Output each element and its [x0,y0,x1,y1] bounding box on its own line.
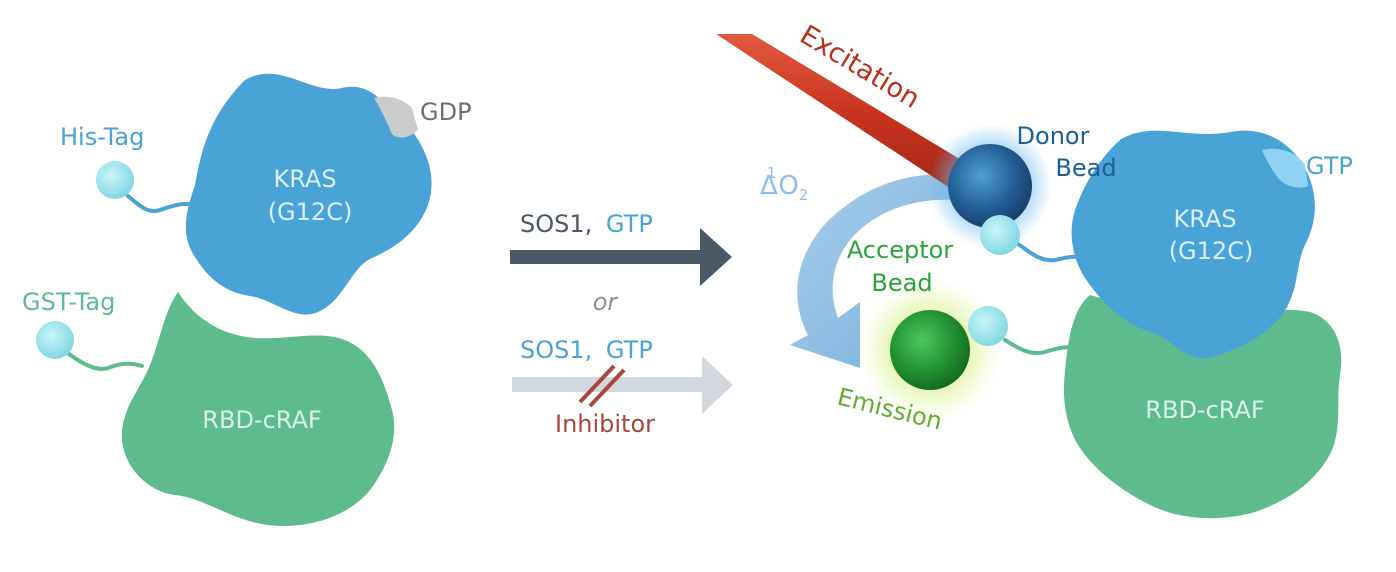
singlet-oxygen-delta: Δ [760,171,778,201]
donor-bead-label-line2: Bead [1055,154,1116,182]
bottom-light-arrow [512,356,733,414]
left-kras-group: His-Tag GDP KRAS (G12C) [60,73,472,315]
right-gtp-shape [1262,148,1308,188]
left-kras-label-line2: (G12C) [268,198,353,226]
donor-bead [948,144,1032,228]
left-gdp-label: GDP [420,98,472,126]
middle-reaction-group: SOS1, GTP or SOS1, GTP Inhibitor [510,210,733,438]
bottom-reagents-label: SOS1, GTP [520,336,653,364]
left-his-linker [126,194,197,213]
left-his-tag-label: His-Tag [60,123,144,151]
left-gst-tag-bead [36,321,74,359]
inhibitor-label: Inhibitor [555,410,655,438]
left-rbd-protein-shape [121,292,395,526]
top-comma: , [585,210,593,238]
singlet-oxygen-o: O [778,171,798,201]
left-kras-label-line1: KRAS [273,165,336,193]
left-gst-tag-label: GST-Tag [22,288,115,316]
left-rbd-group: GST-Tag RBD-cRAF [22,288,395,526]
singlet-oxygen-arc-arrow [790,174,958,368]
acceptor-bead-label-line2: Bead [871,269,932,297]
singlet-oxygen-superscript: 1 [767,164,777,182]
or-label: or [593,288,620,316]
right-rbd-protein-shape [1063,295,1342,519]
right-rbd-label: RBD-cRAF [1145,396,1264,424]
right-gst-tag-bead [968,306,1008,346]
top-sos1: SOS1 [520,210,585,238]
right-kras-label-line1: KRAS [1173,205,1236,233]
right-gst-linker [1003,338,1082,355]
left-gdp-shape [374,96,418,138]
left-rbd-label: RBD-cRAF [202,406,321,434]
right-kras-label-line2: (G12C) [1169,237,1254,265]
singlet-oxygen-label: Δ1O2 [760,164,808,204]
bottom-comma: , [585,336,593,364]
right-kras-protein-shape [1071,130,1315,359]
bottom-gtp: GTP [606,336,653,364]
inhibitor-block-mark-2 [588,368,626,408]
top-dark-arrow [510,228,732,286]
top-reagents-label: SOS1, GTP [520,210,653,238]
acceptor-bead [890,310,970,390]
excitation-beam [716,34,978,196]
singlet-oxygen-subscript: 2 [799,186,809,204]
right-gtp-label: GTP [1306,152,1353,180]
bottom-sos1: SOS1 [520,336,585,364]
left-kras-protein-shape [185,73,432,315]
right-his-tag-bead [980,215,1020,255]
acceptor-bead-label-line1: Acceptor [847,236,953,264]
right-assay-group: Δ1O2 Excitation Donor Bead Acceptor Bead… [716,19,1353,519]
left-his-tag-bead [96,161,134,199]
inhibitor-block-mark-1 [578,364,616,404]
donor-bead-label-line1: Donor [1017,122,1090,150]
right-his-linker [1016,242,1087,263]
left-gst-linker [64,350,144,371]
top-gtp: GTP [606,210,653,238]
